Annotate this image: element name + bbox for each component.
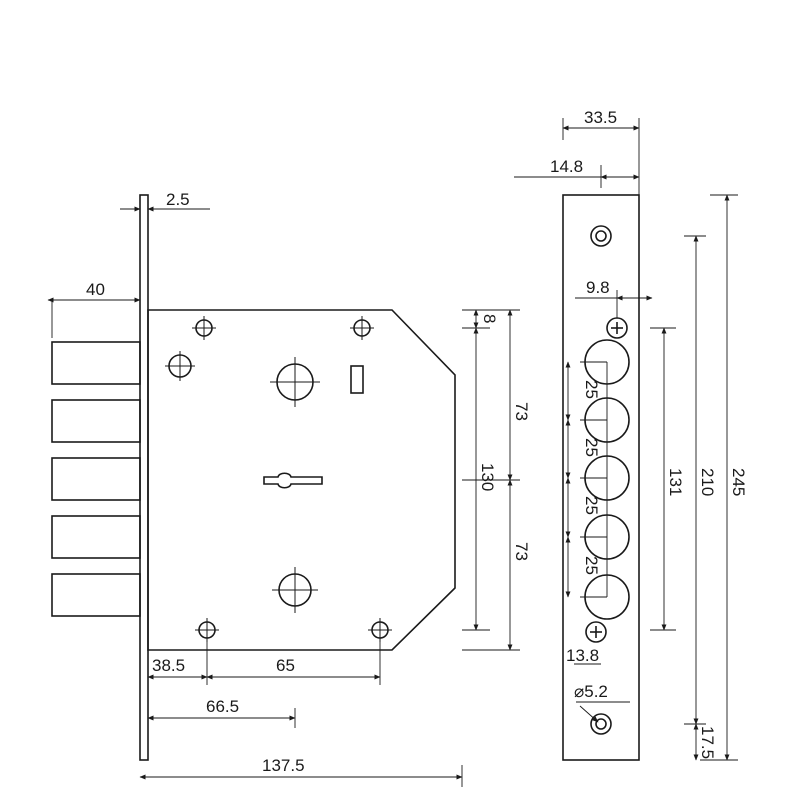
dim-left-hole: 38.5 — [152, 656, 185, 675]
bolt — [51, 457, 141, 501]
case-holes — [165, 316, 392, 642]
bolt — [51, 573, 141, 617]
dim-bolt-offset: 9.8 — [586, 278, 610, 297]
dim-end-offset: 17.5 — [698, 726, 717, 759]
dim-faceplate-width: 33.5 — [584, 108, 617, 127]
dim-plate-thickness: 2.5 — [166, 190, 190, 209]
dim-faceplate-center: 14.8 — [550, 157, 583, 176]
bolt — [51, 515, 141, 559]
bolts — [51, 341, 141, 617]
dim-backset: 66.5 — [206, 697, 239, 716]
screw-hole — [368, 618, 392, 642]
faceplate — [562, 194, 640, 761]
dim-case-height: 130 — [478, 463, 497, 491]
dim-pitch-3: 25 — [582, 496, 601, 515]
lock-case — [147, 309, 456, 651]
dim-bolt-projection: 40 — [86, 280, 105, 299]
dim-top-offset: 8 — [480, 314, 499, 323]
spindle-upper — [270, 357, 320, 407]
slot — [350, 365, 364, 394]
dim-pitch-1: 25 — [582, 380, 601, 399]
dim-screw-span: 210 — [698, 468, 717, 496]
dim-lower-half: 73 — [512, 542, 531, 561]
phillips-screw-bottom — [585, 621, 607, 643]
dim-screw-offset: 13.8 — [566, 646, 599, 665]
dim-upper-half: 73 — [512, 402, 531, 421]
bolt — [51, 341, 141, 385]
bolt — [51, 399, 141, 443]
dim-pitch-4: 25 — [582, 556, 601, 575]
phillips-screw-top — [606, 317, 628, 339]
screw-hole — [192, 316, 216, 340]
dim-pitch-2: 25 — [582, 438, 601, 457]
dim-hole-diameter: ⌀5.2 — [574, 682, 608, 701]
screw-hole — [350, 316, 374, 340]
screw-hole — [195, 618, 219, 642]
dim-faceplate-length: 245 — [729, 468, 748, 496]
dim-case-depth: 137.5 — [262, 756, 305, 775]
front-plate — [139, 194, 149, 761]
dim-bolt-span: 131 — [666, 468, 685, 496]
mounting-hole-top — [590, 225, 612, 247]
screw-hole — [165, 351, 195, 381]
mounting-hole-bottom — [590, 713, 612, 735]
keyhole — [263, 472, 323, 489]
dim-hole-spacing: 65 — [276, 656, 295, 675]
spindle-lower — [272, 567, 318, 613]
